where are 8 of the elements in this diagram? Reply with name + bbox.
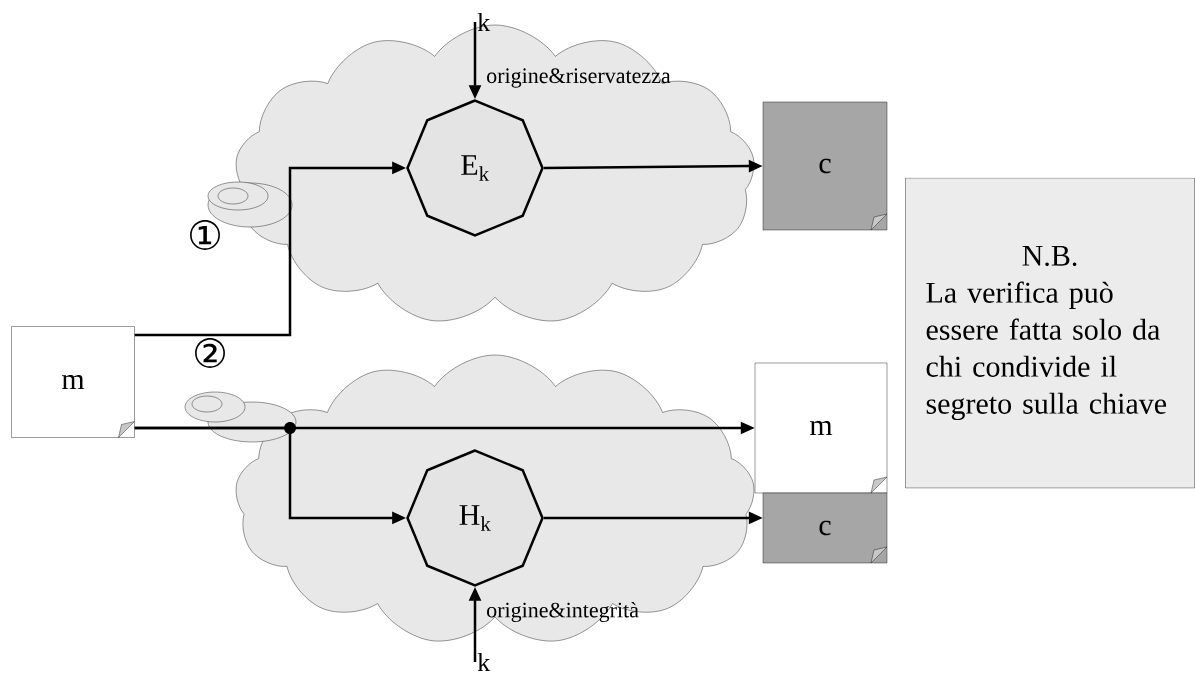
octagon: H$_{k}$ — [406, 449, 544, 587]
octagon: E$_{k}$ — [406, 99, 544, 237]
step-number: ② — [195, 338, 225, 368]
note-box — [905, 177, 1195, 489]
note-heading: N.B. — [1022, 245, 1077, 266]
note-text: La verifica può essere fatta solo da chi condivide il segreto sulla chiave — [926, 281, 1167, 421]
step-number: ① — [190, 220, 220, 250]
key-label: k — [477, 653, 491, 671]
